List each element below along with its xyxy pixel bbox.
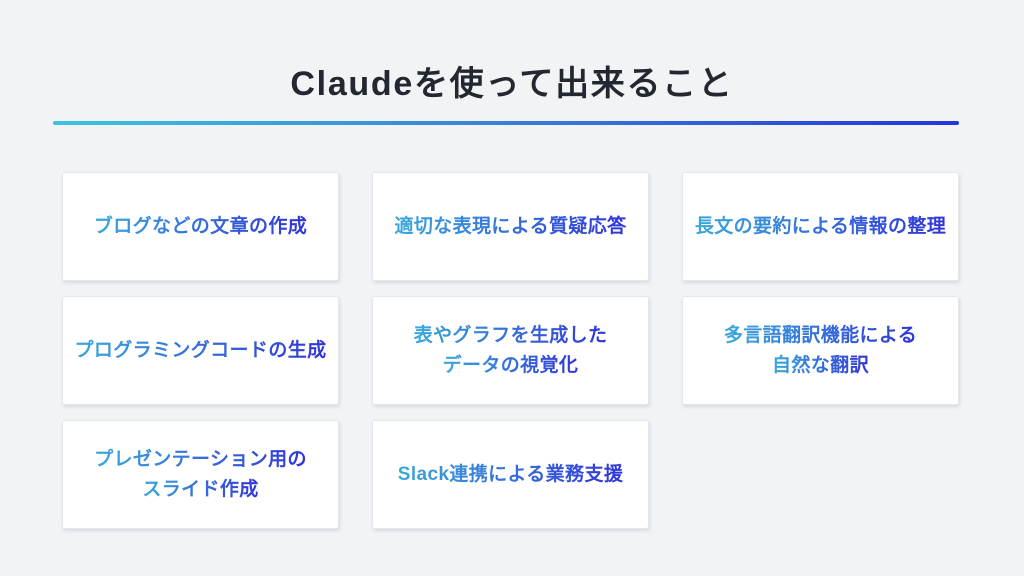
card-data-visualization: 表やグラフを生成した データの視覚化	[372, 296, 649, 405]
card-label: 長文の要約による情報の整理	[695, 212, 946, 241]
card-label-line-1: プレゼンテーション用の	[94, 445, 307, 474]
card-code-generation: プログラミングコードの生成	[62, 296, 339, 405]
card-label-line-2: スライド作成	[142, 475, 258, 504]
card-summarization: 長文の要約による情報の整理	[682, 172, 959, 281]
title-underline-divider	[53, 121, 959, 125]
card-label: ブログなどの文章の作成	[94, 212, 307, 241]
card-blog-writing: ブログなどの文章の作成	[62, 172, 339, 281]
card-label: プログラミングコードの生成	[75, 336, 327, 365]
card-label-line-1: 表やグラフを生成した	[414, 321, 608, 350]
feature-card-grid: ブログなどの文章の作成 適切な表現による質疑応答 長文の要約による情報の整理 プ…	[62, 172, 959, 529]
card-slack-integration: Slack連携による業務支援	[372, 420, 649, 529]
card-slide-creation: プレゼンテーション用の スライド作成	[62, 420, 339, 529]
card-label: Slack連携による業務支援	[398, 460, 623, 489]
card-label-line-2: データの視覚化	[443, 351, 579, 380]
card-translation: 多言語翻訳機能による 自然な翻訳	[682, 296, 959, 405]
page-title: Claudeを使って出来ること	[290, 65, 734, 103]
card-label-line-1: 多言語翻訳機能による	[724, 321, 917, 350]
card-label: 適切な表現による質疑応答	[395, 212, 627, 241]
card-question-answering: 適切な表現による質疑応答	[372, 172, 649, 281]
card-label-line-2: 自然な翻訳	[772, 351, 869, 380]
